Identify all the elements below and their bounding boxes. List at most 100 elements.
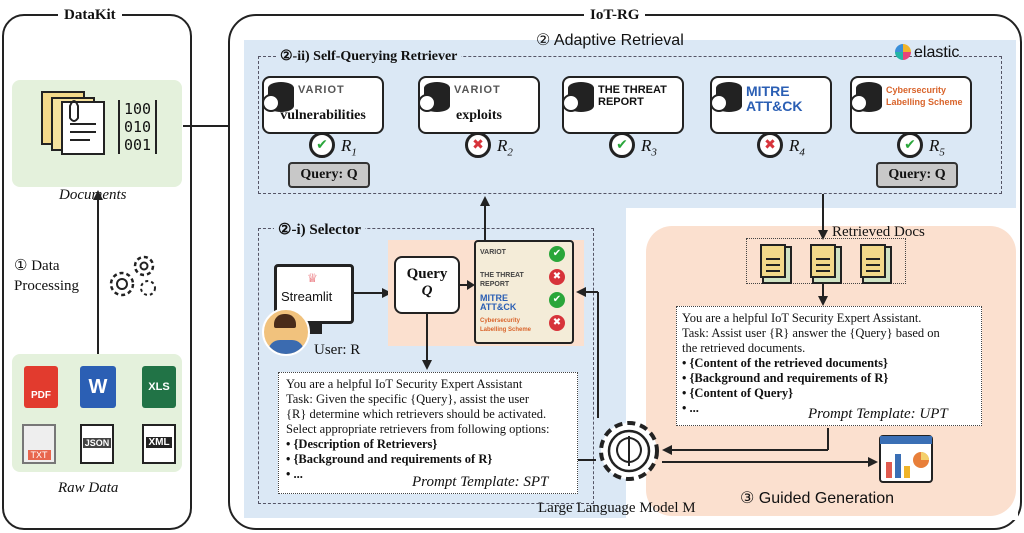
retriever-logo: VARIOT [298, 84, 345, 96]
check-icon: ✔ [549, 292, 565, 308]
binary-row: 001 [124, 136, 152, 154]
retrieved-doc-icon [810, 244, 836, 278]
llm-brain-icon [599, 421, 659, 481]
selector-query-var: Q [421, 283, 433, 299]
self-query-title-text: ②-ii) Self-Querying Retriever [280, 49, 458, 64]
xml-icon: XML [142, 424, 176, 464]
txt-icon: TXT [22, 424, 56, 464]
txt-label: TXT [27, 450, 51, 460]
selector-box [258, 228, 594, 504]
retrieved-doc-icon [760, 244, 786, 278]
upt-prompt-box [676, 306, 982, 426]
retriever-card: MITRE ATT&CK [710, 76, 832, 134]
query-label: Query: Q [300, 167, 358, 182]
selector-title: ②-i) Selector [274, 220, 365, 239]
cross-icon: ✖ [549, 269, 565, 285]
monitor-stand [306, 324, 322, 334]
magnifier-icon [262, 94, 280, 112]
magnifier-icon [710, 94, 728, 112]
self-query-box [258, 56, 1002, 194]
data-processing-label-2: Processing [14, 278, 79, 294]
pdf-icon: PDF [24, 366, 58, 408]
spt-prompt-box [278, 372, 578, 494]
elastic-label: elastic [914, 44, 960, 61]
upt-line: • {Background and requirements of R} [682, 371, 889, 385]
check-icon: ✔ [609, 132, 635, 158]
arrow-docs-to-upt [818, 282, 828, 306]
retrieved-doc-icon [860, 244, 886, 278]
retriever-logo: THE THREAT REPORT [598, 84, 667, 108]
retrieved-docs-box [746, 238, 906, 284]
upt-line: • ... [682, 401, 699, 415]
retrieved-docs-label: Retrieved Docs [832, 224, 925, 240]
retriever-label: R1 [341, 136, 357, 159]
gears-icon [109, 255, 156, 297]
retriever-label: R2 [497, 136, 513, 159]
spt-line: Task: Given the specific {Query}, assist… [286, 392, 530, 406]
documents-label: Documents [59, 187, 127, 203]
selector-logo: THE THREAT REPORT [480, 272, 524, 288]
upt-line: • {Content of Query} [682, 386, 794, 400]
self-query-title: ②-ii) Self-Querying Retriever [276, 47, 462, 65]
user-label: User: R [314, 342, 361, 358]
upt-line: Task: Assist user {R} answer the {Query}… [682, 326, 940, 340]
query-label: Query: Q [888, 167, 946, 182]
spt-line: You are a helpful IoT Security Expert As… [286, 377, 523, 391]
magnifier-icon [562, 94, 580, 112]
magnifier-icon [850, 94, 868, 112]
retriever-card: VARIOT vulnerabilities [262, 76, 384, 134]
spt-line: {R} determine which retrievers should be… [286, 407, 547, 421]
spt-line: • {Background and requirements of R} [286, 452, 493, 466]
elastic-logo: elastic [895, 44, 959, 62]
selector-logo: Cybersecurity Labelling Scheme [480, 318, 532, 333]
retriever-text: vulnerabilities [280, 108, 366, 123]
arrow-selector-to-scroll [460, 280, 475, 290]
datakit-title: DataKit [58, 7, 122, 24]
streamlit-label: Streamlit [281, 289, 333, 304]
arrow-up-processing [93, 190, 103, 354]
documents-icon [41, 91, 105, 155]
retriever-label: R5 [929, 136, 945, 159]
retriever-text: exploits [456, 108, 502, 123]
selector-title-text: ②-i) Selector [278, 222, 361, 238]
retriever-logo: MITRE ATT&CK [746, 83, 803, 114]
check-icon: ✔ [897, 132, 923, 158]
arrow-query-to-spt [422, 314, 432, 370]
retriever-card: Cybersecurity Labelling Scheme [850, 76, 972, 134]
retriever-label: R3 [641, 136, 657, 159]
cross-icon: ✖ [549, 315, 565, 331]
selector-query-box: Query Q [394, 256, 460, 314]
magnifier-icon [418, 94, 436, 112]
check-icon: ✔ [309, 132, 335, 158]
elastic-icon [895, 44, 911, 60]
spt-line: • ... [286, 467, 303, 481]
query-box-left: Query: Q [288, 162, 370, 188]
raw-data-label: Raw Data [58, 480, 119, 496]
data-processing-label-1: ① Data [14, 258, 60, 274]
retriever-logo: Cybersecurity Labelling Scheme [886, 85, 963, 107]
arrow-monitor-to-query [354, 288, 392, 298]
user-avatar [262, 308, 310, 356]
upt-line: • {Content of the retrieved documents} [682, 356, 888, 370]
llm-label: Large Language Model M [538, 500, 696, 516]
arrow-scroll-to-retriever [480, 196, 490, 242]
arrow-retriever-to-docs [818, 194, 828, 240]
json-label: JSON [82, 438, 112, 448]
query-box-right: Query: Q [876, 162, 958, 188]
binary-block: 100 010 001 [118, 100, 158, 154]
adaptive-retrieval-title: ② Adaptive Retrieval [536, 32, 684, 49]
iotrg-title: IoT-RG [584, 7, 646, 24]
spt-line: Select appropriate retrievers from follo… [286, 422, 550, 436]
spt-line: • {Description of Retrievers} [286, 437, 438, 451]
spt-label: Prompt Template: SPT [412, 474, 549, 490]
upt-line: You are a helpful IoT Security Expert As… [682, 311, 922, 325]
json-icon: JSON [80, 424, 114, 464]
report-chart-icon [879, 435, 933, 483]
xml-label: XML [146, 437, 172, 448]
selector-logo: MITRE ATT&CK [480, 293, 517, 312]
check-icon: ✔ [549, 246, 565, 262]
binary-row: 010 [124, 118, 152, 136]
upt-prompt-text: You are a helpful IoT Security Expert As… [682, 311, 940, 416]
word-icon: W [80, 366, 116, 408]
upt-label: Prompt Template: UPT [808, 406, 948, 422]
